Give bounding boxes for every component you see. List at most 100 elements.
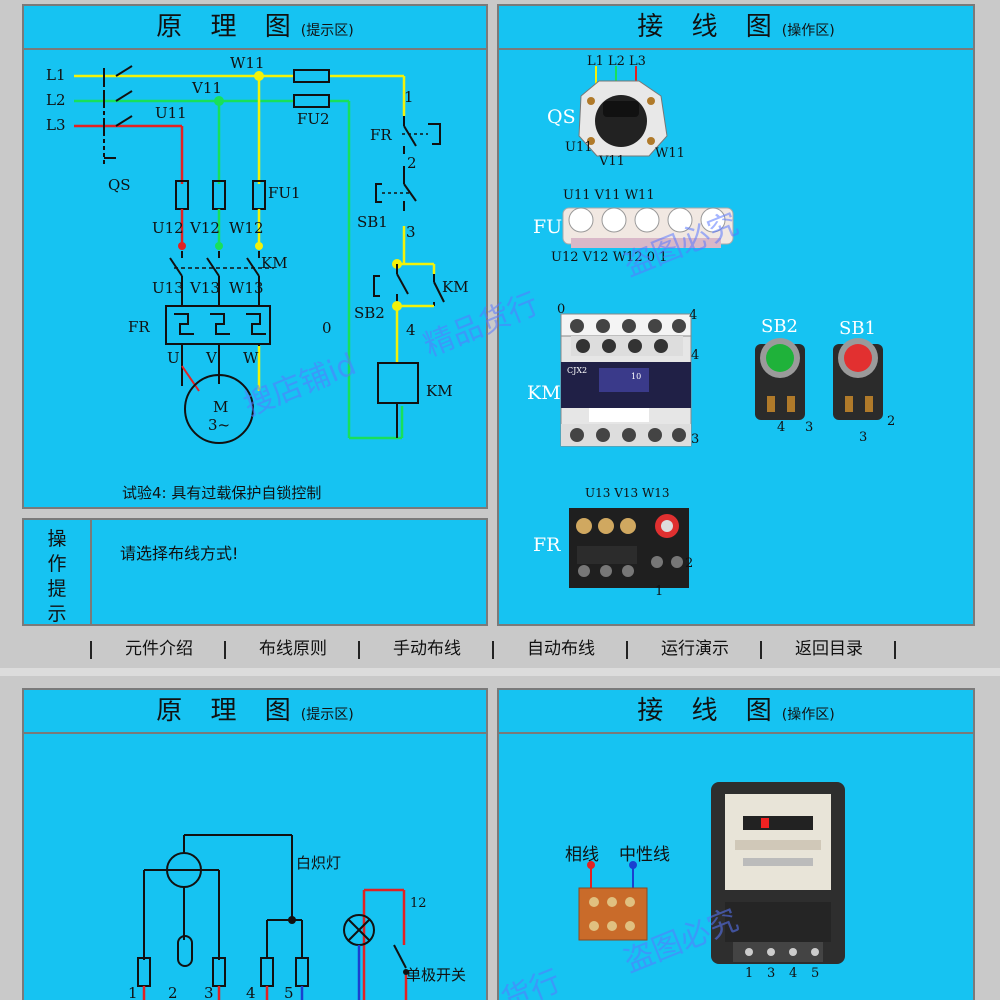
wiring-sb2-3: 3 <box>805 420 814 435</box>
wiring-fr-2: 2 <box>685 556 694 571</box>
menu-separator <box>224 641 226 659</box>
wiring-km-3: 3 <box>691 432 700 447</box>
meter-terminal-1: 1 <box>745 966 754 981</box>
label-qs: QS <box>108 176 131 194</box>
label-motor-m: M <box>213 398 229 416</box>
label-u: U <box>167 349 180 367</box>
label-sb1: SB1 <box>357 213 388 231</box>
wiring-sb2-4: 4 <box>777 420 786 435</box>
wiring-km-brand: CJX2 <box>567 366 588 375</box>
label-node-3: 3 <box>406 223 416 241</box>
wiring-km-label: KM <box>527 382 561 404</box>
wiring-qs-label: QS <box>547 106 576 128</box>
label-km-main: KM <box>261 254 288 272</box>
label-fu2: FU2 <box>297 110 330 128</box>
menu-separator <box>358 641 360 659</box>
meter-lamp-schematic <box>137 834 409 1000</box>
bottom-menu-bar: 元件介绍 布线原则 手动布线 自动布线 运行演示 返回目录 <box>0 632 1000 666</box>
wiring-sb1-label: SB1 <box>839 318 877 339</box>
label-w11: W11 <box>230 54 265 72</box>
screen-meter-lamp: 原 理 图(提示区) <box>0 676 1000 1000</box>
label-t2: 2 <box>168 984 178 1000</box>
qs-rotary-switch[interactable] <box>578 66 668 157</box>
menu-auto-wiring[interactable]: 自动布线 <box>527 639 595 659</box>
hint-message: 请选择布线方式! <box>120 544 239 563</box>
label-fu1: FU1 <box>268 184 301 202</box>
menu-separator <box>90 641 92 659</box>
label-neutral-wire: 中性线 <box>619 845 670 865</box>
panel-title-text: 原 理 图 <box>156 12 301 42</box>
screen-overload-selflock: 原 理 图(提示区) <box>0 0 1000 668</box>
label-phase-wire: 相线 <box>565 845 599 865</box>
wiring-panel: 接 线 图(操作区) <box>497 688 975 1000</box>
wiring-l2: L2 <box>608 54 625 69</box>
wiring-km-4b: 4 <box>691 348 700 363</box>
wiring-qs-v11: V11 <box>599 154 625 169</box>
wiring-km-0: 0 <box>557 302 566 317</box>
hint-char-2: 作 <box>47 553 67 575</box>
wiring-fr-1: 1 <box>655 584 664 599</box>
wiring-fr-top: U13 V13 W13 <box>585 486 670 500</box>
hint-side-label: 操 作 提 示 <box>24 520 92 625</box>
meter-terminal-3: 3 <box>767 966 776 981</box>
fr-thermal-relay[interactable] <box>569 508 689 588</box>
wiring-qs-u11: U11 <box>565 140 593 155</box>
wiring-panel: 接 线 图(操作区) <box>497 4 975 626</box>
menu-run-demo[interactable]: 运行演示 <box>661 639 729 659</box>
label-km-aux: KM <box>442 278 469 296</box>
panel-title-note: (提示区) <box>300 23 354 39</box>
label-fr-contact: FR <box>370 126 392 144</box>
menu-separator <box>760 641 762 659</box>
wiring-fu-bottom: U12 V12 W12 0 1 <box>551 250 668 265</box>
meter-terminal-5: 5 <box>811 966 820 981</box>
label-v12: V12 <box>190 219 220 237</box>
panel-title-note: (操作区) <box>781 707 835 723</box>
wiring-sb1-2: 2 <box>887 414 896 429</box>
label-node-0: 0 <box>322 319 332 337</box>
panel-title-note: (提示区) <box>300 707 354 723</box>
wiring-l3: L3 <box>629 54 646 69</box>
meter-wiring-components <box>578 782 845 964</box>
meter-terminal-4: 4 <box>789 966 798 981</box>
wiring-qs-w11: W11 <box>655 146 685 161</box>
operation-hint-box: 操 作 提 示 请选择布线方式! <box>22 518 488 626</box>
hint-char-4: 示 <box>47 603 67 625</box>
label-lamp: 白炽灯 <box>296 854 342 872</box>
terminal-block[interactable] <box>578 861 648 941</box>
label-fr: FR <box>128 318 150 336</box>
label-w: W <box>243 349 259 367</box>
menu-manual-wiring[interactable]: 手动布线 <box>393 639 461 659</box>
label-v11: V11 <box>192 79 222 97</box>
fu-fuse-holders[interactable] <box>562 207 734 248</box>
label-node-2: 2 <box>407 154 417 172</box>
label-v13: V13 <box>190 279 220 297</box>
schematic-diagram <box>74 65 445 444</box>
km-contactor-body[interactable] <box>560 313 692 447</box>
sb1-stop-button[interactable] <box>833 338 883 420</box>
wiring-sb1-3: 3 <box>859 430 868 445</box>
menu-component-intro[interactable]: 元件介绍 <box>125 639 193 659</box>
label-12: 12 <box>410 896 427 911</box>
schematic-caption: 试验4: 具有过载保护自锁控制 <box>122 484 322 502</box>
label-t3: 3 <box>204 984 214 1000</box>
sb2-start-button[interactable] <box>755 338 805 420</box>
label-v: V <box>206 349 217 367</box>
label-w13: W13 <box>229 279 264 297</box>
label-sb2: SB2 <box>354 304 385 322</box>
electric-meter[interactable] <box>711 782 845 964</box>
hint-char-1: 操 <box>47 528 67 550</box>
menu-return-catalog[interactable]: 返回目录 <box>795 639 863 659</box>
schematic-panel-title: 原 理 图(提示区) <box>24 6 486 50</box>
label-u13: U13 <box>152 279 184 297</box>
menu-separator <box>492 641 494 659</box>
label-node-4: 4 <box>406 321 416 339</box>
schematic-panel-title: 原 理 图(提示区) <box>24 690 486 734</box>
label-u12: U12 <box>152 219 184 237</box>
wiring-sb2-label: SB2 <box>761 316 799 337</box>
label-node-1: 1 <box>404 88 414 106</box>
wiring-fu-label: FU <box>533 216 563 238</box>
menu-separator <box>626 641 628 659</box>
panel-title-text: 接 线 图 <box>637 12 782 42</box>
label-l2: L2 <box>46 91 66 109</box>
menu-wiring-principles[interactable]: 布线原则 <box>259 639 327 659</box>
